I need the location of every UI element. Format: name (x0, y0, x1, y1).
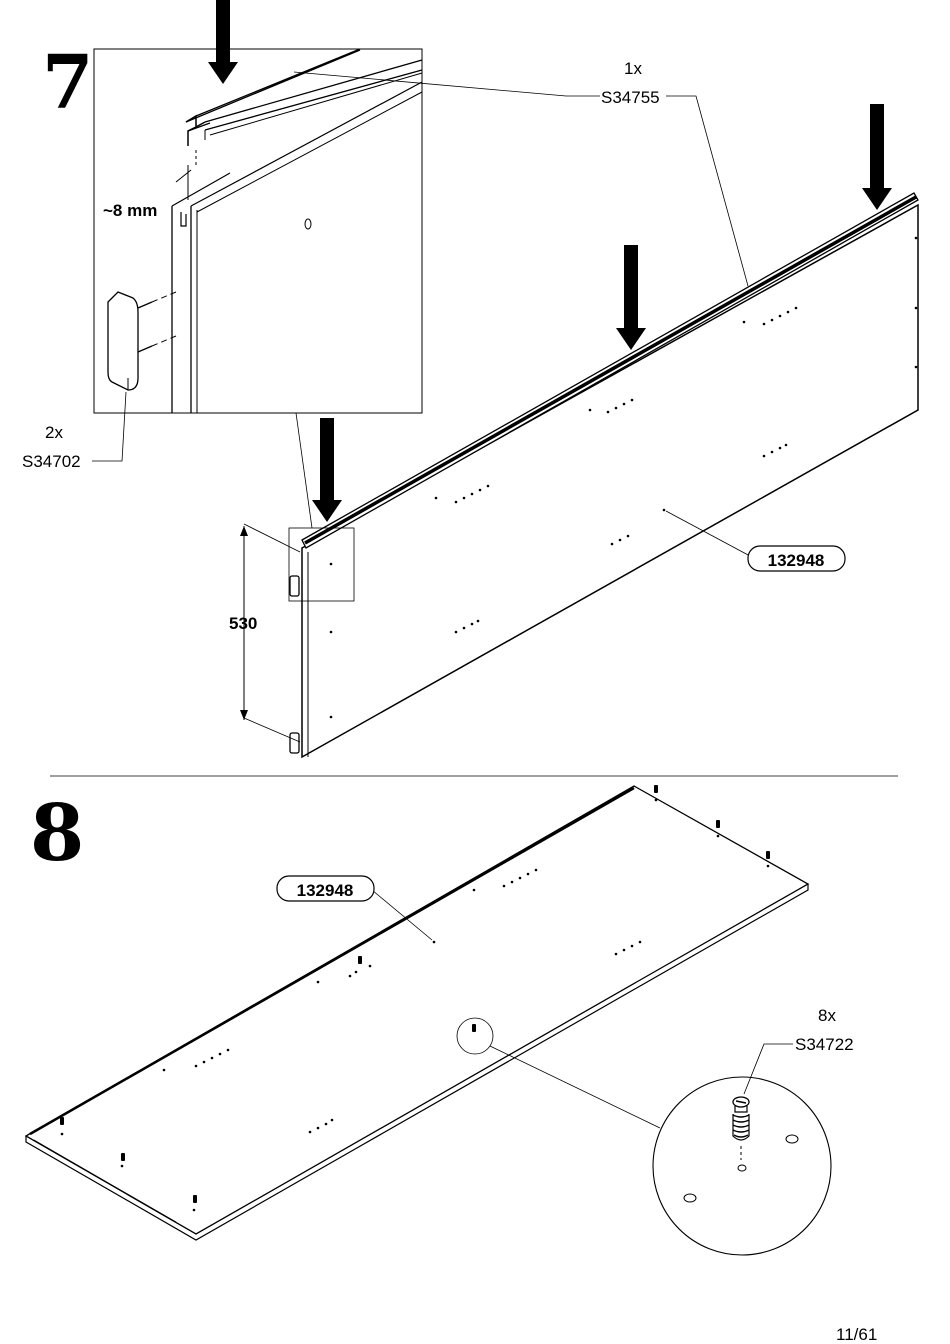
arrow-down-icon (312, 418, 342, 522)
cam-detail-zoom (456, 1017, 832, 1256)
clips-code: S34702 (22, 452, 81, 471)
panel-label-8: 132948 (297, 881, 354, 900)
step-7: 7 ~8 mm (22, 0, 919, 759)
step-8: 8 (24, 785, 854, 1256)
step-8-number: 8 (30, 788, 84, 879)
panel-132948-flat (24, 785, 810, 1241)
arrow-down-icon (616, 245, 646, 350)
clip-part-icon (107, 291, 139, 391)
rail-qty: 1x (624, 59, 642, 78)
clips-callout: 2x S34702 (22, 391, 127, 471)
rail-code: S34755 (601, 88, 660, 107)
panel-132948-standing (288, 192, 919, 759)
clips-qty: 2x (45, 423, 63, 442)
height-dimension: 530 (229, 523, 301, 743)
cams-code: S34722 (795, 1035, 854, 1054)
cam-fittings (60, 785, 770, 1203)
cams-callout: 8x S34722 (743, 1006, 854, 1095)
rail-callout: 1x S34755 (293, 59, 749, 287)
panel-label: 132948 (768, 551, 825, 570)
arrow-down-icon (862, 104, 892, 210)
arrow-down-icon (208, 0, 238, 84)
page-number: 11/61 (836, 1325, 877, 1344)
inset-frame (93, 48, 423, 414)
cams-qty: 8x (818, 1006, 836, 1025)
step-7-number: 7 (42, 40, 94, 126)
panel-label-callout: 132948 (665, 510, 846, 572)
panel-label-callout-8: 132948 (276, 875, 433, 941)
detail-inset: ~8 mm (93, 0, 423, 414)
height-dimension-label: 530 (229, 614, 257, 633)
cam-bolt-icon (732, 1096, 750, 1160)
gap-dimension-label: ~8 mm (103, 201, 157, 220)
